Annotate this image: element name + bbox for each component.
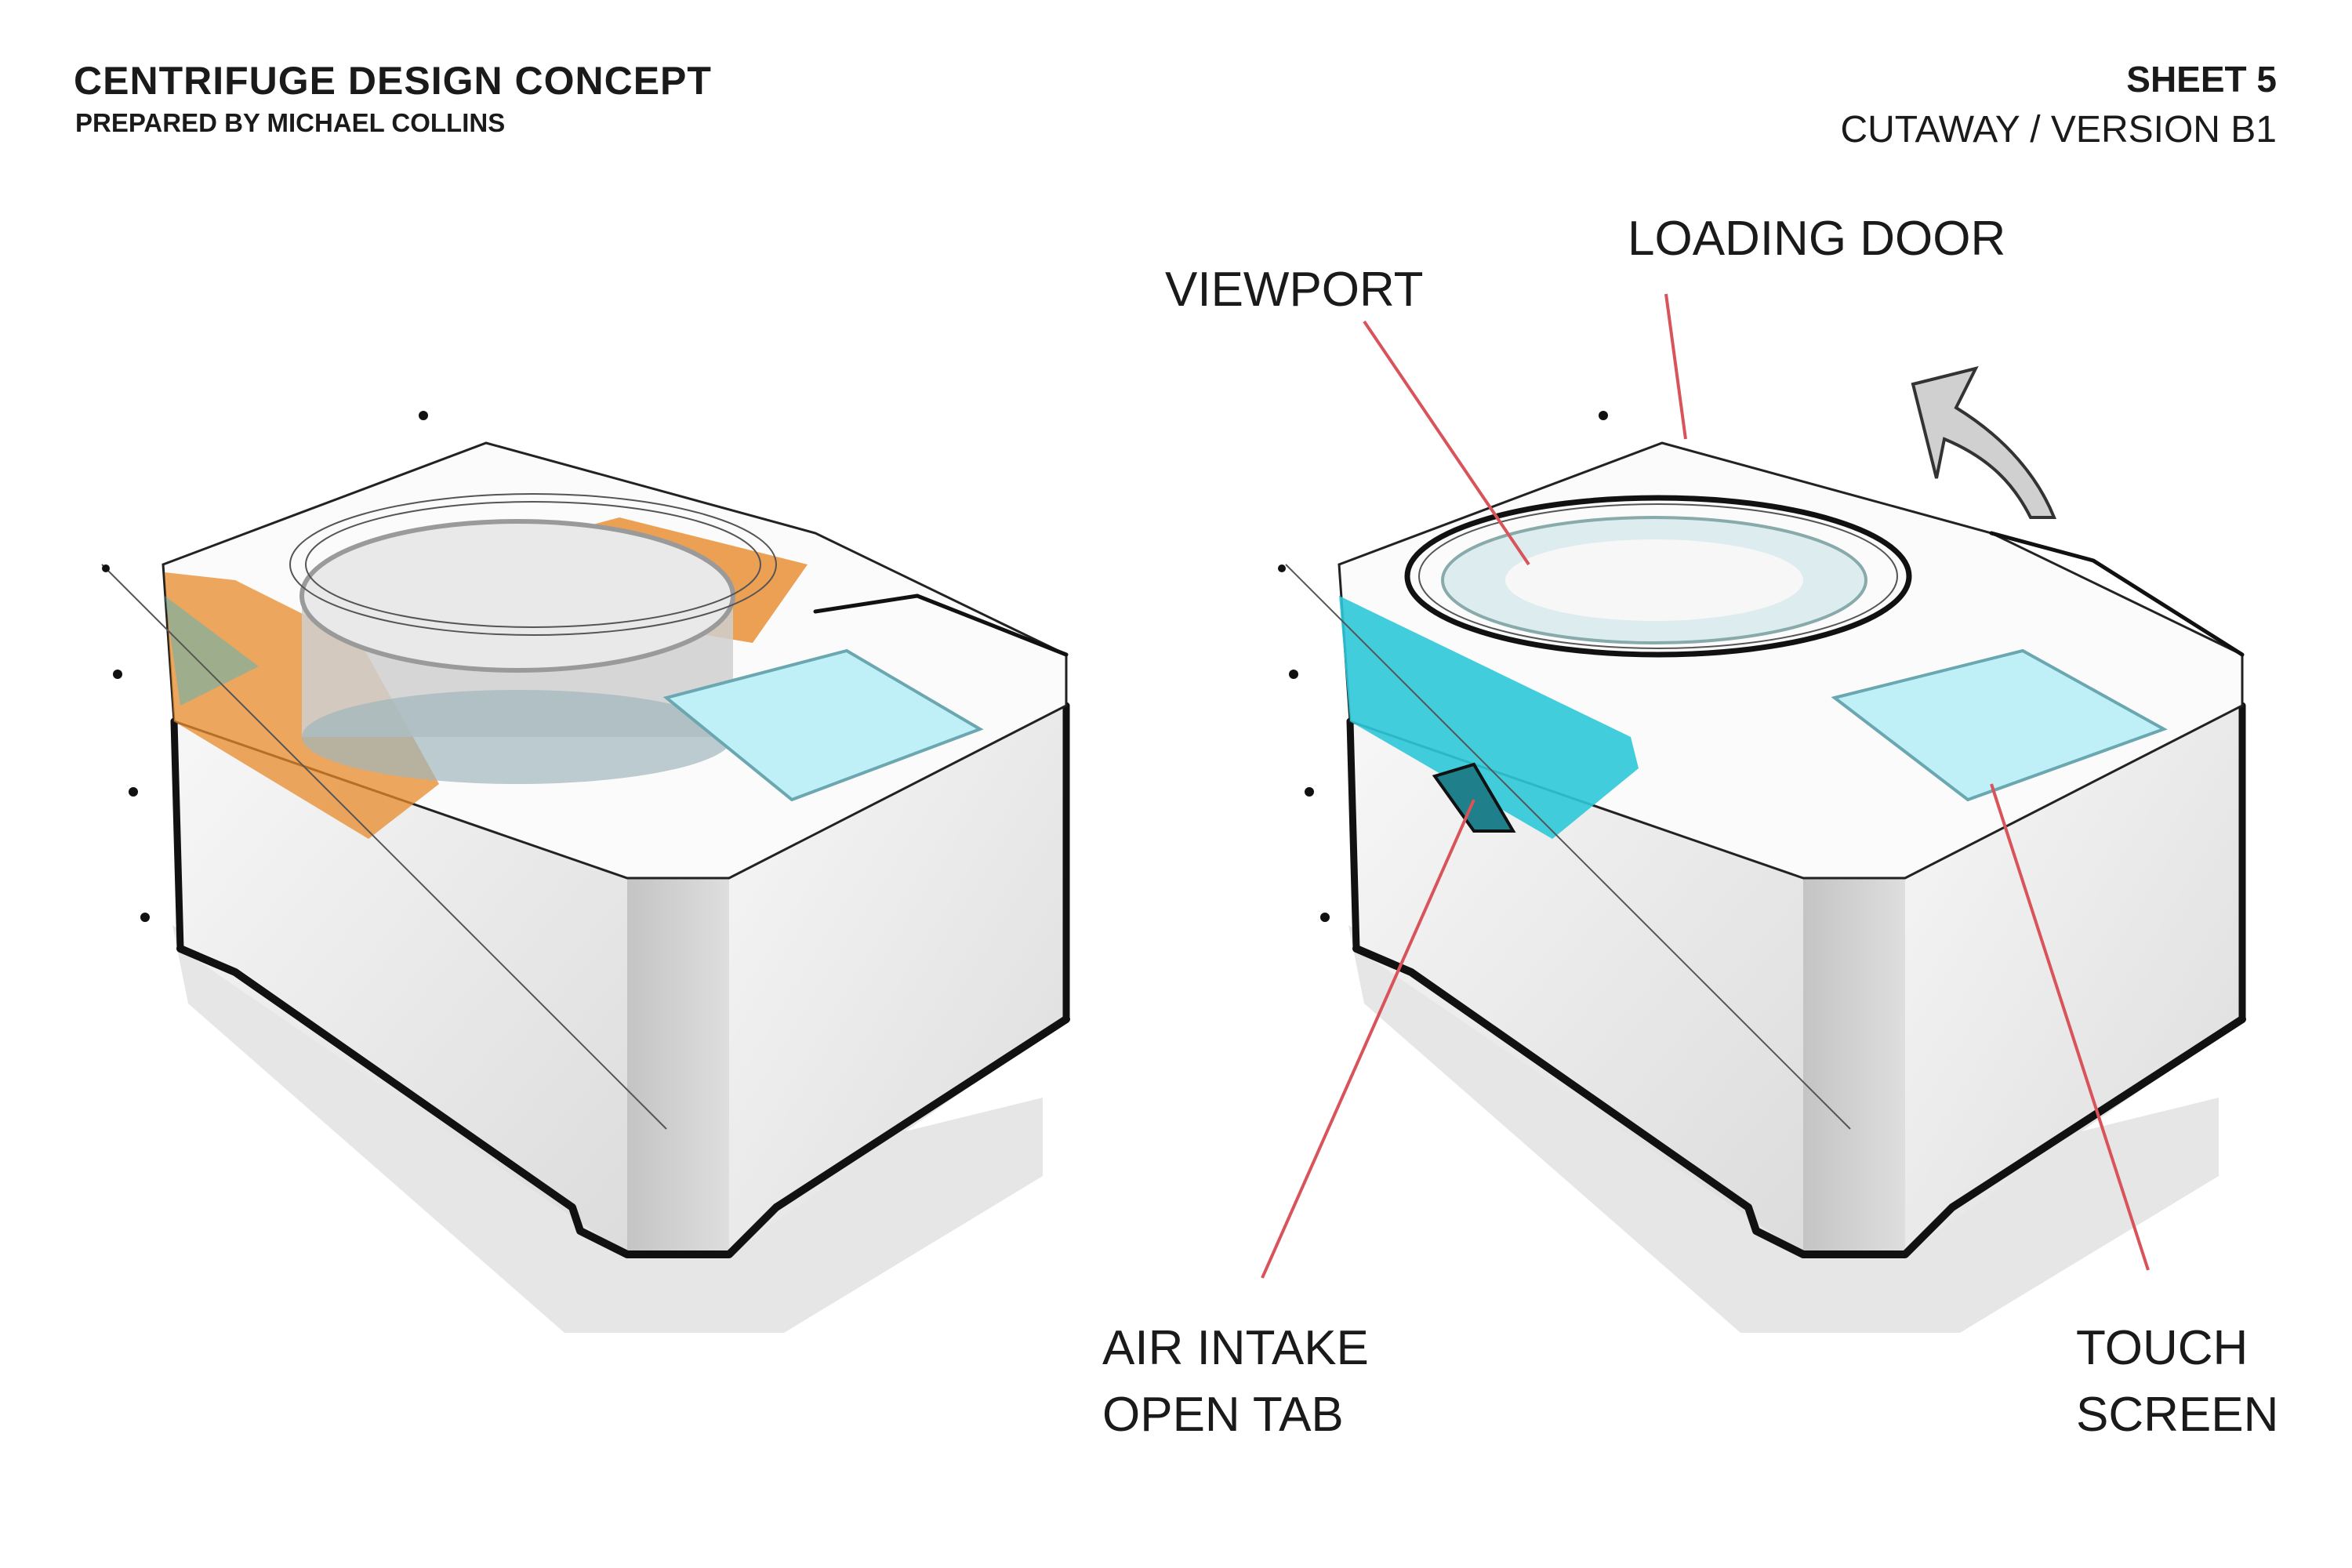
callout-touch-screen-line2: SCREEN bbox=[2076, 1388, 2278, 1442]
body-right-face bbox=[1905, 706, 2242, 1254]
touch-screen bbox=[1831, 648, 2168, 802]
body-left-face bbox=[174, 721, 627, 1254]
loading-door-ring bbox=[1404, 495, 1912, 658]
lid-ring bbox=[289, 493, 777, 636]
sheet-number: SHEET 5 bbox=[2126, 59, 2277, 100]
callout-touch-screen-line1: TOUCH bbox=[2076, 1321, 2248, 1375]
leader-viewport bbox=[1363, 320, 1530, 566]
callout-air-intake-line1: AIR INTAKE bbox=[1102, 1321, 1369, 1375]
prepared-by: PREPARED BY MICHAEL COLLINS bbox=[75, 108, 506, 137]
door-open-arrow-icon bbox=[1911, 366, 2056, 519]
body-base-outline bbox=[176, 945, 1070, 1258]
rotor-cylinder-bottom bbox=[302, 690, 733, 784]
leader-loading-door bbox=[1664, 293, 1687, 440]
floor-shadow bbox=[172, 925, 1043, 1333]
body-left-face bbox=[1350, 721, 1803, 1254]
body-base-outline bbox=[1352, 945, 2246, 1258]
air-intake-tab bbox=[1432, 762, 1516, 833]
callout-air-intake-line2: OPEN TAB bbox=[1102, 1388, 1344, 1442]
body-front-corner bbox=[1803, 878, 1905, 1254]
cutaway-touch-screen bbox=[662, 648, 984, 802]
assembled-view bbox=[1278, 366, 2246, 1333]
cutaway-view bbox=[101, 411, 1070, 1333]
sheet-title: CENTRIFUGE DESIGN CONCEPT bbox=[74, 59, 712, 103]
floor-shadow bbox=[1348, 925, 2219, 1333]
callouts: VIEWPORT LOADING DOOR AIR INTAKE OPEN TA… bbox=[1102, 212, 2278, 1442]
cyan-accent-band bbox=[1339, 596, 1639, 839]
callout-viewport: VIEWPORT bbox=[1165, 263, 1424, 317]
leader-air-intake bbox=[1261, 799, 1475, 1279]
leader-touch-screen bbox=[1990, 783, 2150, 1271]
body-right-face bbox=[729, 706, 1066, 1254]
rotor-top-ellipse bbox=[299, 519, 735, 673]
callout-loading-door: LOADING DOOR bbox=[1628, 212, 2005, 266]
sheet-version: CUTAWAY / VERSION B1 bbox=[1840, 109, 2277, 151]
body-front-corner bbox=[627, 878, 729, 1254]
